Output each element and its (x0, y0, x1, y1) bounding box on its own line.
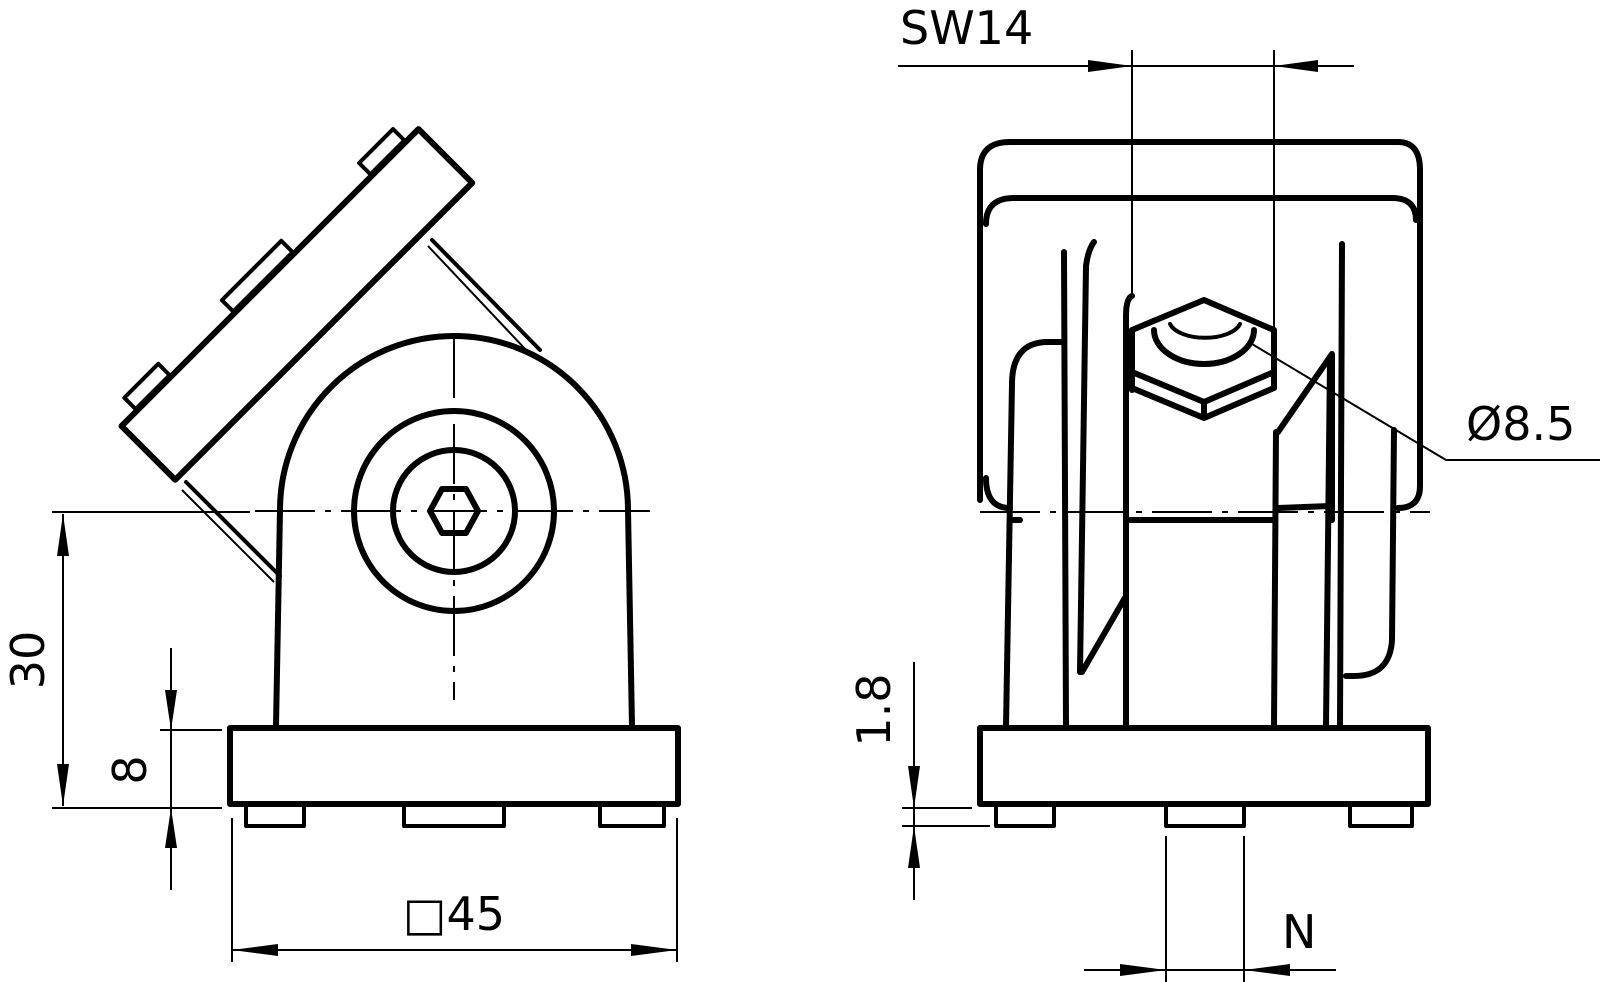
dim-label-bore-diameter: Ø8.5 (1466, 397, 1575, 451)
front-view: SW14 Ø8.5 1.8 N (847, 1, 1600, 982)
tilted-arm (118, 126, 476, 483)
arrow-icon (908, 766, 920, 808)
arrow-icon (57, 764, 69, 806)
wall-right (1343, 427, 1397, 679)
arrow-icon (1274, 60, 1318, 72)
dim-label-height: 30 (1, 631, 55, 690)
arm-brace-left (184, 480, 282, 578)
top-cap-inner (983, 195, 1419, 227)
arm-brace-right (430, 238, 542, 352)
arrow-icon (165, 808, 177, 848)
base-plate (227, 725, 681, 807)
arrow-icon (1088, 60, 1132, 72)
arrow-icon (908, 826, 920, 868)
hex-nut-icon (1129, 297, 1277, 421)
base-plate (977, 725, 1431, 807)
leader-line-diameter (1251, 343, 1600, 461)
arrow-icon (232, 944, 278, 956)
arrow-icon (1120, 964, 1166, 976)
arrow-icon (631, 944, 677, 956)
arrow-icon (1244, 964, 1290, 976)
foot-right (598, 804, 666, 828)
foot-right (1348, 804, 1414, 828)
side-view: 30 8 □45 (1, 126, 681, 962)
arrow-icon (165, 690, 177, 730)
foot-middle (1164, 804, 1246, 828)
foot-middle (402, 804, 506, 828)
dim-label-base-height: 8 (103, 755, 157, 784)
dim-label-foot-height: 1.8 (847, 673, 901, 746)
upright-body (273, 333, 635, 729)
dim-label-base-width: □45 (403, 887, 505, 941)
foot-left (994, 804, 1056, 828)
arrow-icon (57, 514, 69, 556)
top-cap-outline (977, 139, 1423, 511)
right-bracket (1275, 351, 1335, 523)
left-bracket (1079, 293, 1135, 675)
dim-label-slot-width: N (1282, 905, 1316, 959)
foot-left (244, 804, 306, 828)
wall-left (1003, 339, 1067, 729)
dim-label-wrench-size: SW14 (900, 1, 1033, 55)
